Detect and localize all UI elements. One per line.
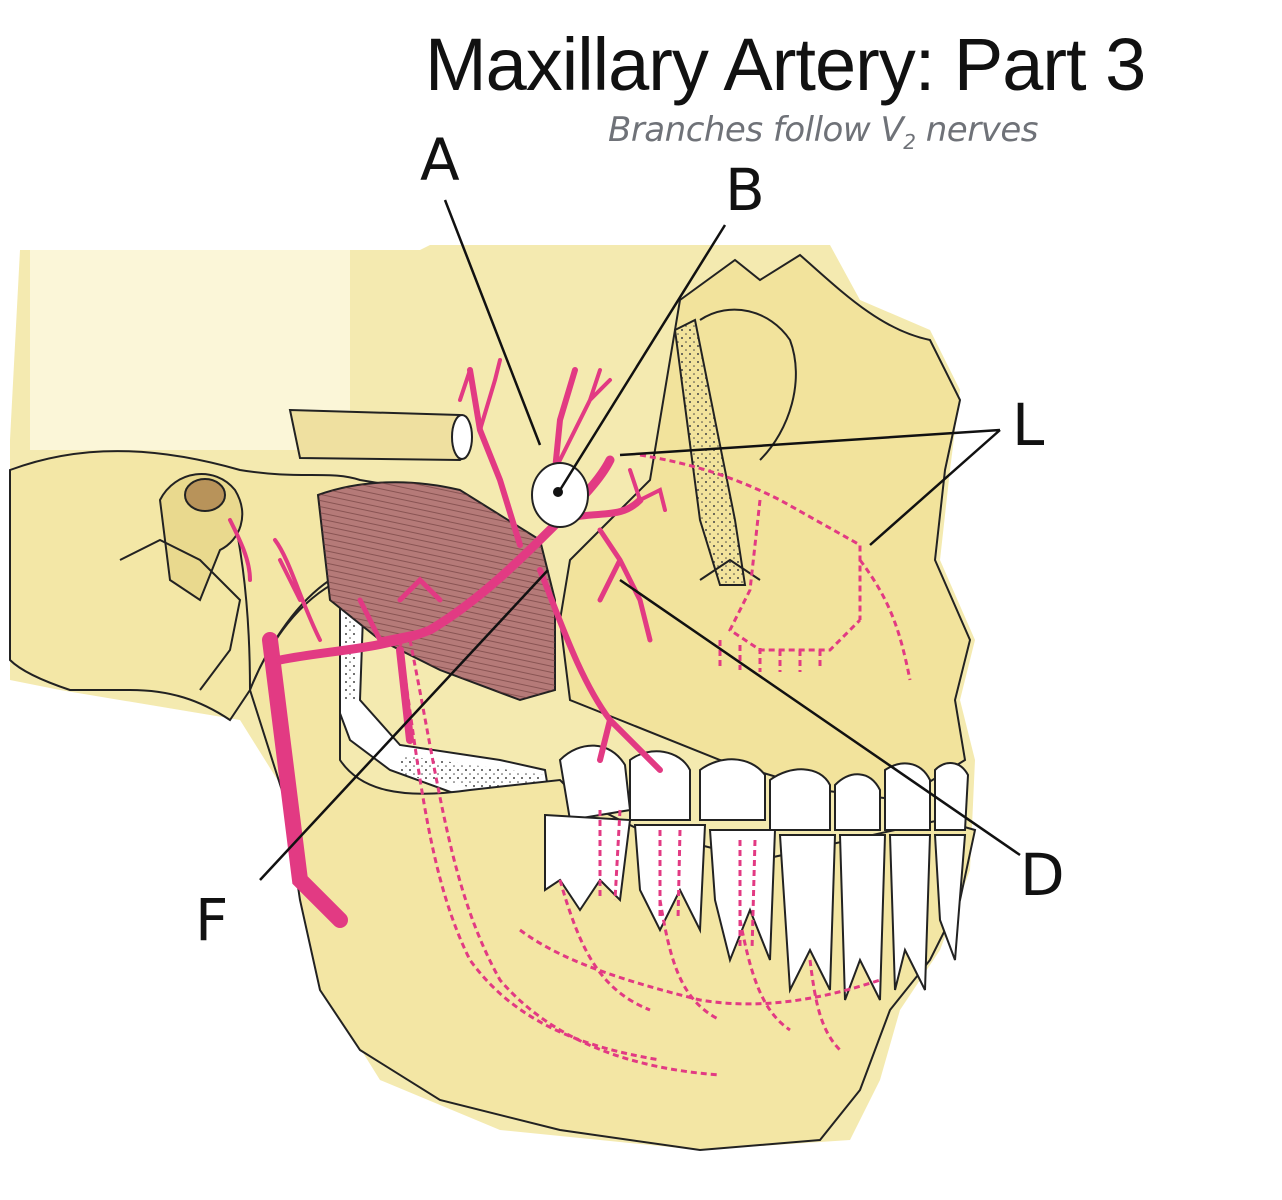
callout-line-l1 <box>619 428 1001 457</box>
subtitle-suffix: nerves <box>915 110 1039 150</box>
callout-lines <box>259 199 1021 881</box>
label-l: L <box>1012 391 1044 459</box>
callout-line-d <box>619 578 1021 857</box>
page-title: Maxillary Artery: Part 3 <box>425 23 1146 106</box>
zygomatic-arch <box>288 408 473 462</box>
upper-teeth <box>558 744 970 831</box>
foramen <box>531 462 589 528</box>
callout-line-a <box>443 199 542 446</box>
subtitle-subscript: 2 <box>903 129 916 154</box>
dental-artery-network <box>398 453 912 1077</box>
callout-labels: A B L D F <box>195 126 1065 954</box>
callout-line-l2 <box>869 429 1001 546</box>
subtitle-prefix: Branches follow V <box>608 110 904 150</box>
label-a: A <box>420 126 460 194</box>
label-f: F <box>195 886 228 954</box>
page-subtitle: Branches follow V2 nerves <box>608 110 1108 154</box>
callout-line-b <box>558 224 727 491</box>
pterygoid-muscle <box>316 481 556 702</box>
label-b: B <box>725 156 765 224</box>
lower-teeth <box>544 813 967 1001</box>
label-d: D <box>1020 841 1065 909</box>
callout-line-f <box>259 569 549 881</box>
